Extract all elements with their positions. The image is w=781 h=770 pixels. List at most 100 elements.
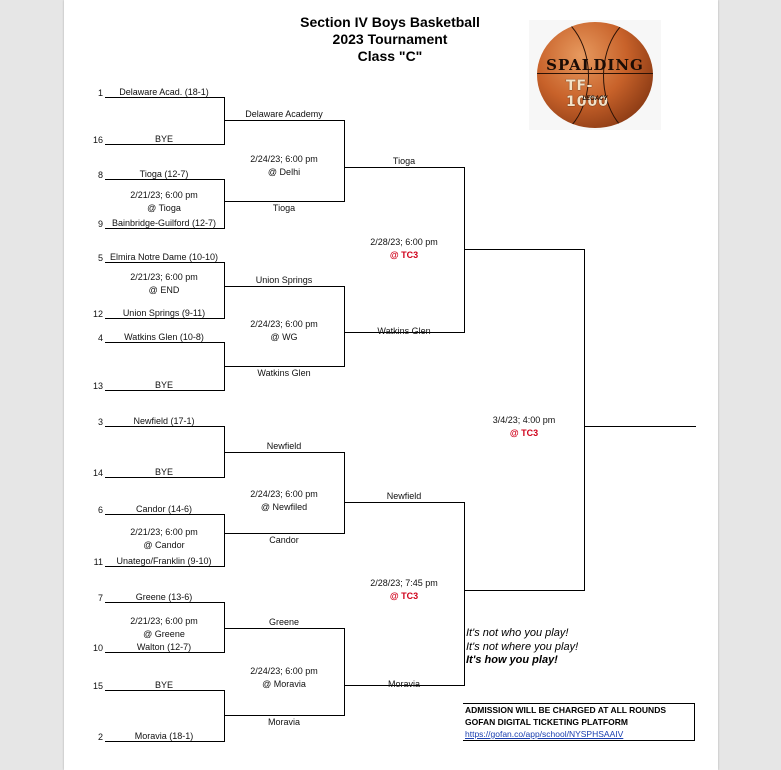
champion-line [584, 426, 696, 427]
round-1-connector [224, 97, 225, 145]
qf-line [224, 120, 344, 121]
motto-line-2: It's not where you play! [466, 641, 579, 653]
seed-number: 16 [92, 135, 103, 145]
seed-number: 9 [97, 219, 103, 229]
seed-line [105, 262, 224, 263]
sf-connector [464, 167, 465, 333]
title-line-2: 2023 Tournament [332, 31, 448, 47]
ball-brand: SPALDING [546, 56, 644, 74]
qf-game-date: 2/24/23; 6:00 pm [250, 489, 318, 499]
seed-line [105, 426, 224, 427]
sf-game-site: @ TC3 [389, 250, 419, 260]
sf-team: Tioga [392, 156, 416, 166]
seed-number: 14 [92, 468, 103, 478]
seed-line [105, 741, 224, 742]
qf-team: Moravia [267, 717, 301, 727]
seed-number: 6 [97, 505, 103, 515]
game-site: @ Greene [143, 629, 185, 639]
final-game-date: 3/4/23; 4:00 pm [492, 415, 556, 425]
basketball-icon: SPALDING TF-1000 LEGACY [537, 22, 653, 128]
seed-line [105, 477, 224, 478]
sf-game-date: 2/28/23; 6:00 pm [370, 237, 438, 247]
round-1-connector [224, 514, 225, 567]
final-line [464, 249, 584, 250]
round-1-connector [224, 179, 225, 229]
admission-line-2: GOFAN DIGITAL TICKETING PLATFORM [465, 717, 628, 727]
qf-team: Candor [269, 535, 299, 545]
seed-number: 8 [97, 170, 103, 180]
game-site: @ Tioga [147, 203, 181, 213]
final-line [464, 590, 584, 591]
seed-team: Unatego/Franklin (9-10) [116, 556, 212, 566]
seed-line [105, 97, 224, 98]
page-title: Section IV Boys Basketball 2023 Tourname… [300, 14, 480, 65]
game-date: 2/21/23; 6:00 pm [130, 272, 198, 282]
sf-game-date: 2/28/23; 7:45 pm [370, 578, 438, 588]
seed-line [105, 514, 224, 515]
final-connector [584, 249, 585, 591]
sf-line [344, 332, 464, 333]
seed-number: 11 [93, 557, 103, 567]
qf-line [224, 715, 344, 716]
seed-line [105, 342, 224, 343]
qf-connector [344, 452, 345, 534]
seed-team: Newfield (17-1) [133, 416, 195, 426]
admission-line-1: ADMISSION WILL BE CHARGED AT ALL ROUNDS [465, 705, 667, 715]
seed-number: 5 [97, 253, 103, 263]
qf-team: Watkins Glen [257, 368, 311, 378]
title-line-3: Class "C" [357, 48, 423, 64]
qf-game-date: 2/24/23; 6:00 pm [250, 319, 318, 329]
game-site: @ Candor [143, 540, 185, 550]
ball-model: TF-1000 [566, 78, 609, 110]
seed-line [105, 602, 224, 603]
sf-team: Watkins Glen [377, 326, 431, 336]
spalding-basketball-logo: SPALDING TF-1000 LEGACY [529, 20, 661, 130]
qf-connector [344, 286, 345, 367]
qf-game-site: @ WG [270, 332, 298, 342]
qf-game-site: @ Moravia [262, 679, 306, 689]
seed-team: Watkins Glen (10-8) [124, 332, 204, 342]
motto-line-1: It's not who you play! [466, 627, 569, 639]
seed-line [105, 179, 224, 180]
seed-team: Walton (12-7) [136, 642, 192, 652]
round-1-connector [224, 262, 225, 319]
seed-number: 12 [92, 309, 103, 319]
sf-game-site: @ TC3 [389, 591, 419, 601]
seed-line [105, 690, 224, 691]
sf-team: Moravia [387, 679, 421, 689]
qf-team: Greene [268, 617, 300, 627]
qf-line [224, 628, 344, 629]
game-site: @ END [148, 285, 180, 295]
qf-connector [344, 628, 345, 716]
seed-team: Union Springs (9-11) [122, 308, 206, 318]
qf-team: Newfield [266, 441, 302, 451]
seed-team: BYE [154, 680, 174, 690]
qf-game-site: @ Delhi [267, 167, 301, 177]
motto-line-3: It's how you play! [466, 654, 558, 666]
seed-team: BYE [154, 380, 174, 390]
sf-line [344, 167, 464, 168]
seed-line [105, 566, 224, 567]
seed-number: 3 [97, 417, 103, 427]
admission-notice: ADMISSION WILL BE CHARGED AT ALL ROUNDS … [463, 703, 695, 741]
seed-number: 13 [92, 381, 103, 391]
qf-line [224, 533, 344, 534]
ball-sub: LEGACY [582, 96, 608, 102]
sf-line [344, 502, 464, 503]
seed-number: 15 [92, 681, 103, 691]
qf-game-date: 2/24/23; 6:00 pm [250, 666, 318, 676]
sf-team: Newfield [386, 491, 422, 501]
ticketing-link[interactable]: https://gofan.co/app/school/NYSPHSAAIV [465, 729, 624, 739]
sf-connector [464, 502, 465, 686]
final-game-site: @ TC3 [509, 428, 539, 438]
qf-line [224, 201, 344, 202]
seed-team: BYE [154, 467, 174, 477]
seed-team: Greene (13-6) [135, 592, 193, 602]
title-line-1: Section IV Boys Basketball [300, 14, 480, 30]
qf-team: Union Springs [255, 275, 313, 285]
qf-line [224, 286, 344, 287]
round-1-connector [224, 602, 225, 653]
seed-team: Elmira Notre Dame (10-10) [109, 252, 219, 262]
seed-line [105, 318, 224, 319]
game-date: 2/21/23; 6:00 pm [130, 616, 198, 626]
